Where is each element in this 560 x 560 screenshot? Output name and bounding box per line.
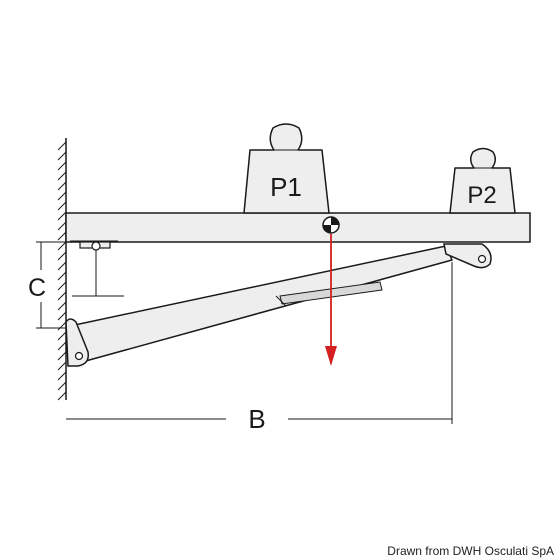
strut-body xyxy=(69,245,453,363)
weight-p2-label: P2 xyxy=(467,182,496,209)
hinge-icon xyxy=(79,241,111,251)
weight-p1 xyxy=(243,123,330,214)
dimension-c-label: C xyxy=(28,274,46,302)
dimension-b xyxy=(66,262,453,424)
wall xyxy=(57,138,67,401)
strut-platform-pivot xyxy=(477,254,487,264)
credit-text: Drawn from DWH Osculati SpA xyxy=(387,544,554,558)
platform xyxy=(65,212,531,251)
dimension-c xyxy=(36,241,124,329)
weight-p2 xyxy=(449,147,516,214)
center-of-gravity-icon xyxy=(322,216,340,234)
gas-strut xyxy=(65,243,492,367)
load-force-arrow xyxy=(325,234,337,366)
strut-wall-pivot xyxy=(74,351,84,361)
dimension-b-label: B xyxy=(248,404,265,434)
platform-plate xyxy=(65,212,531,243)
weight-p1-label: P1 xyxy=(270,172,302,202)
strut-wall-mount xyxy=(65,318,90,367)
wall-hatching xyxy=(57,141,67,401)
